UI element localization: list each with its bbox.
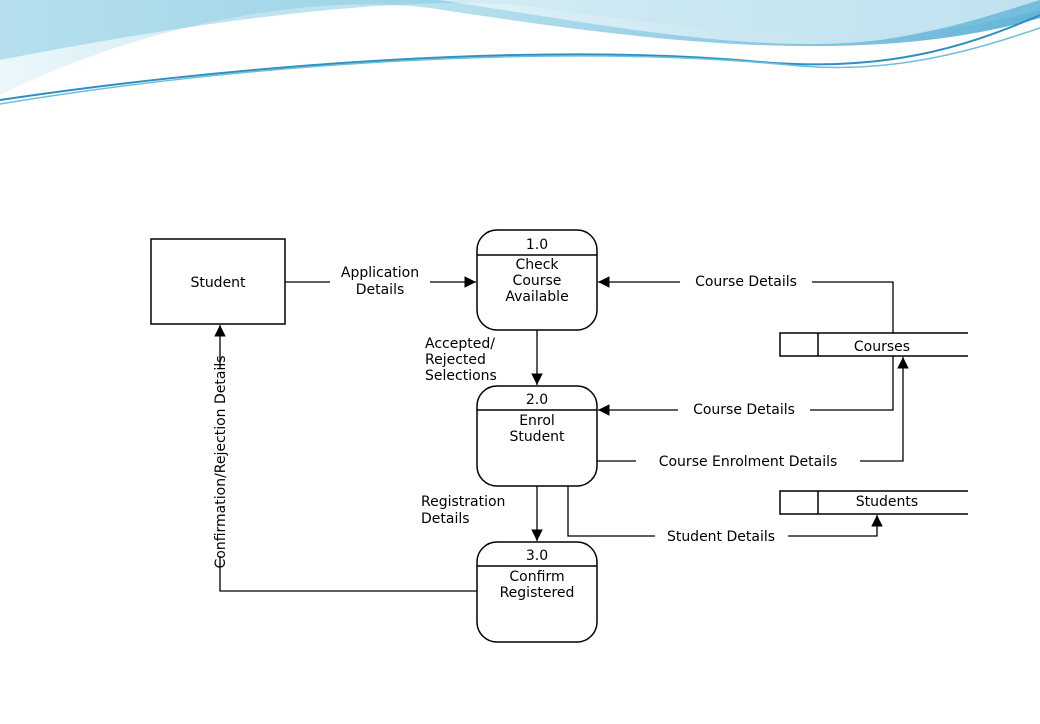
process-3: 3.0 Confirm Registered [476,541,598,643]
flow-course-details-2: Course Details [598,356,894,418]
process-1-line-1: Check [515,257,559,273]
flow-registration-details-line-2: Details [421,511,470,527]
process-2-line-1: Enrol [519,413,555,429]
process-3-line-2: Registered [500,585,575,601]
flow-student-details-label: Student Details [667,529,775,545]
wave-line-1 [0,14,1040,101]
flow-course-enrolment-details-label: Course Enrolment Details [659,454,838,470]
flow-accepted-rejected-line-2: Rejected [425,352,486,368]
flow-application-details-line-1: Application [341,265,419,281]
datastore-courses-label: Courses [854,339,910,355]
process-1-number: 1.0 [526,237,548,253]
flow-accepted-rejected: Accepted/ Rejected Selections [425,330,543,385]
process-1: 1.0 Check Course Available [476,229,598,331]
process-3-number: 3.0 [526,548,548,564]
flow-accepted-rejected-line-1: Accepted/ [425,336,495,352]
datastore-students: Students [779,490,968,515]
flow-registration-details: Registration Details [421,486,543,541]
flow-course-enrolment-details: Course Enrolment Details [597,357,909,470]
flow-application-details: Application Details [285,265,476,298]
datastore-courses: Courses [779,332,968,357]
datastore-students-label: Students [856,494,918,510]
flow-confirmation-rejection: Confirmation/Rejection Details [213,325,477,592]
wave-white [440,0,1040,45]
flow-course-details-2-label: Course Details [693,402,795,418]
flow-course-details-1: Course Details [598,274,894,333]
flow-confirmation-rejection-label: Confirmation/Rejection Details [213,355,229,568]
process-2-line-2: Student [509,429,565,445]
flow-student-details: Student Details [567,486,883,545]
process-1-line-2: Course [513,273,562,289]
entity-student-label: Student [190,275,246,291]
process-3-line-1: Confirm [509,569,564,585]
entity-student: Student [150,238,286,325]
process-2: 2.0 Enrol Student [476,385,598,487]
flow-accepted-rejected-line-3: Selections [425,368,497,384]
process-2-number: 2.0 [526,392,548,408]
wave-line-2 [0,27,1040,105]
process-1-line-3: Available [505,289,568,305]
flow-course-details-1-label: Course Details [695,274,797,290]
header-waves [0,0,1040,105]
flow-registration-details-line-1: Registration [421,494,505,510]
flow-application-details-line-2: Details [356,282,405,298]
